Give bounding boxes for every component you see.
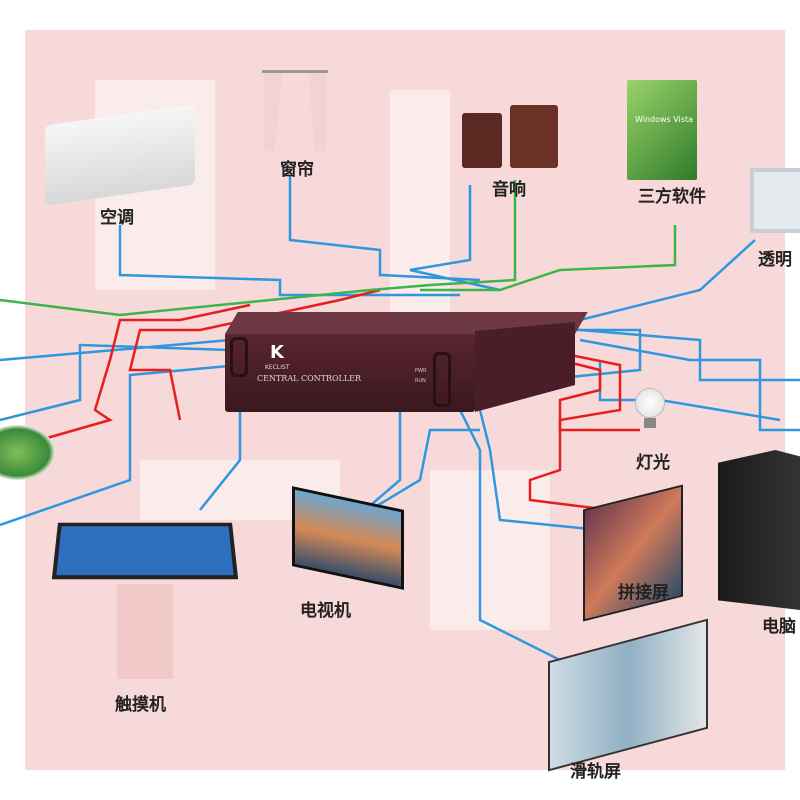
light-bulb-icon <box>635 388 665 428</box>
handle-right <box>433 352 451 407</box>
software-label: 三方软件 <box>638 187 706 207</box>
tv-label: 电视机 <box>300 601 351 621</box>
controller-title: CENTRAL CONTROLLER <box>257 374 362 383</box>
touch-kiosk-icon <box>51 520 239 680</box>
green-wires <box>0 180 677 317</box>
curtain-icon <box>262 70 328 151</box>
aircon-label: 空调 <box>100 208 134 228</box>
software-box-icon: Windows Vista <box>627 80 697 180</box>
led-pwr: PWR <box>415 368 427 374</box>
led-run: RUN <box>415 378 426 384</box>
transparent-screen-label: 透明 <box>758 250 792 270</box>
handle-left <box>230 337 248 377</box>
computer-label: 电脑 <box>762 617 796 637</box>
curtain-label: 窗帘 <box>280 160 314 180</box>
touch-kiosk-label: 触摸机 <box>115 695 166 715</box>
transparent-screen-icon <box>750 168 800 233</box>
computer-tower-icon <box>718 450 800 610</box>
speaker-label: 音响 <box>492 180 526 200</box>
red-wires <box>39 288 640 512</box>
central-controller: K KECLIST CENTRAL CONTROLLER PWR RUN <box>225 312 588 412</box>
controller-logo: K <box>270 342 284 363</box>
speaker-icon <box>462 105 562 170</box>
slide-screen-label: 滑轨屏 <box>570 762 621 782</box>
splice-screen-label: 拼接屏 <box>618 583 669 603</box>
light-label: 灯光 <box>636 453 670 473</box>
